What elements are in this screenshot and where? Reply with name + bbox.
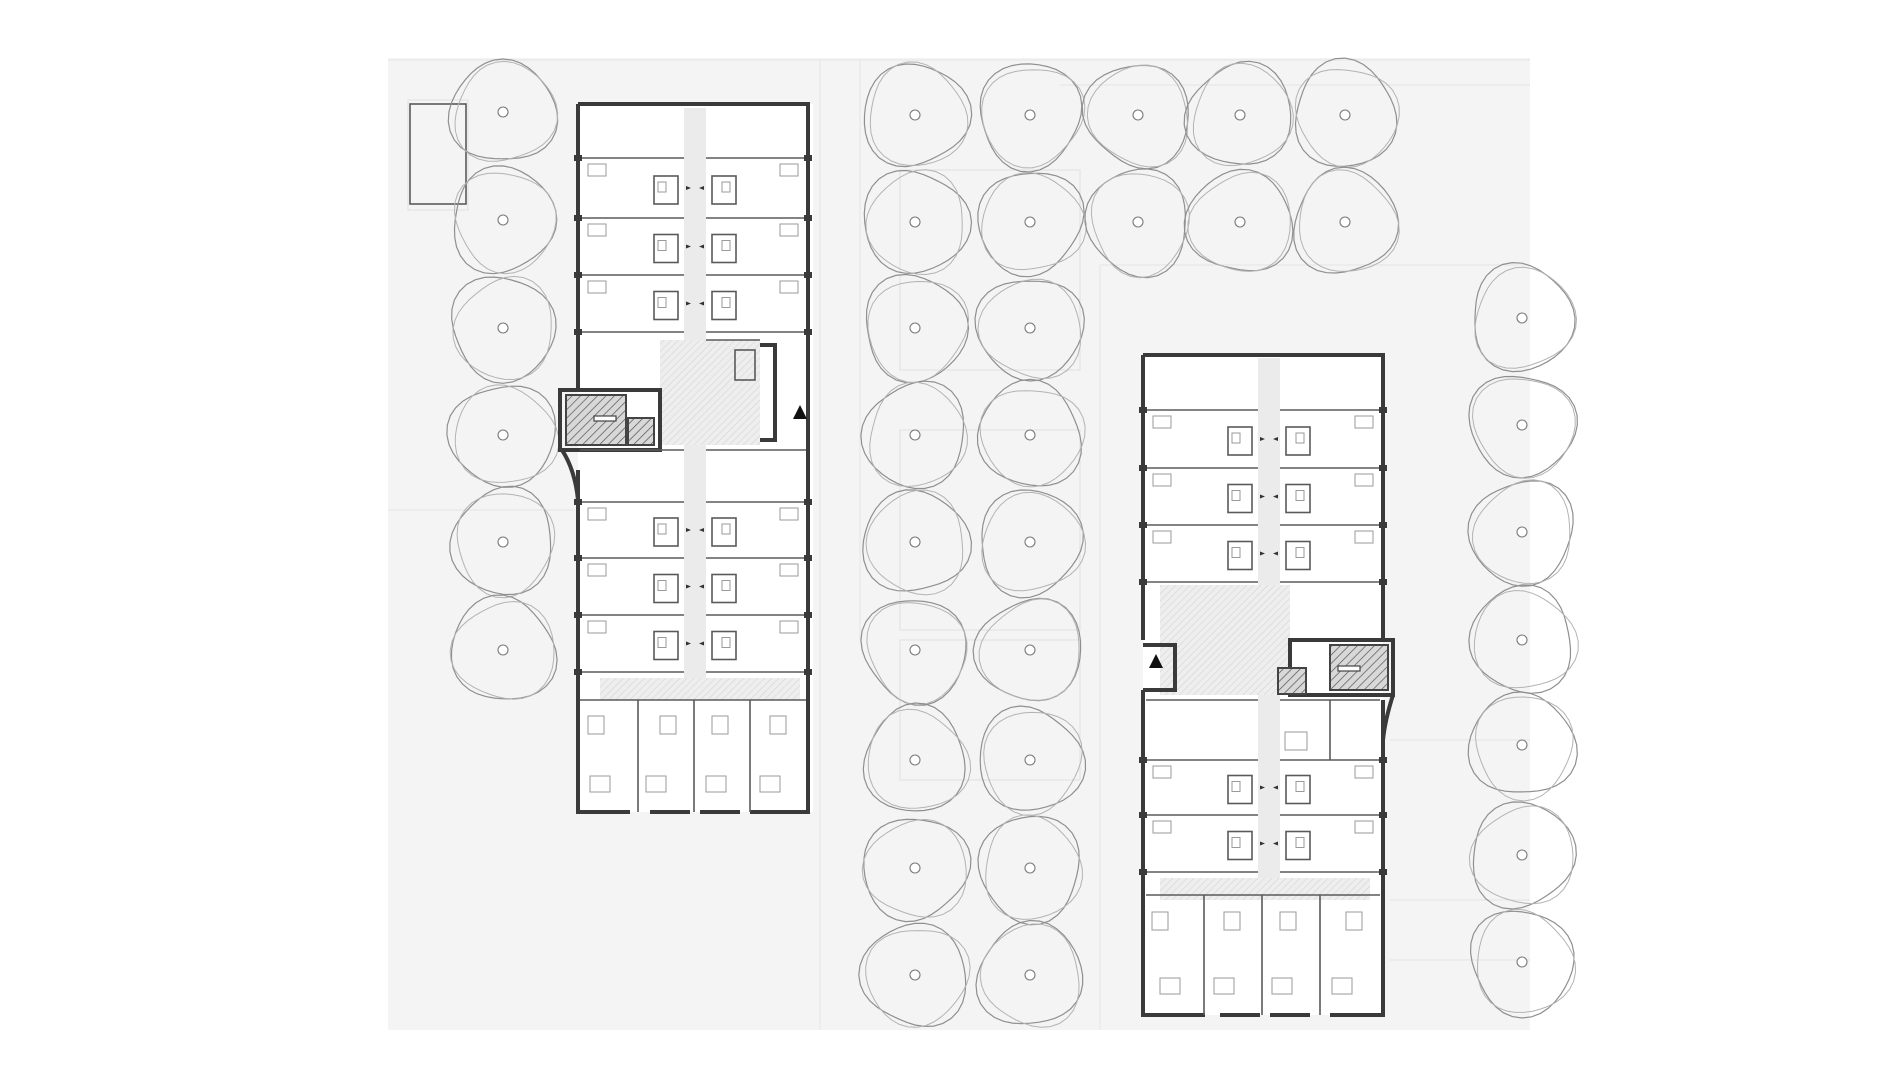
entrance-triangle-icon xyxy=(793,405,807,419)
corridor-end-east xyxy=(1160,878,1370,900)
outbuilding-outlines xyxy=(407,99,1081,781)
door-arrow-icon xyxy=(699,584,704,589)
tree-canopy-icon xyxy=(860,600,968,706)
tree-canopy-icon xyxy=(1467,479,1574,587)
tree-canopy-icon xyxy=(1084,168,1190,279)
tree-canopy-icon xyxy=(863,169,973,276)
tree-canopy-icon xyxy=(1474,261,1578,373)
tree-canopy-icon xyxy=(979,63,1086,173)
door-arrow-icon xyxy=(699,528,704,532)
tree-canopy-icon xyxy=(1468,801,1577,910)
building-block-east xyxy=(1139,353,1395,1017)
tree-canopy-icon xyxy=(858,922,971,1028)
door-arrow-icon xyxy=(1260,841,1265,846)
tree-canopy-icon xyxy=(1294,57,1400,169)
door-arrow-icon xyxy=(1260,551,1265,556)
door-arrow-icon xyxy=(686,301,691,306)
tree-canopy-icon xyxy=(446,384,560,488)
tree-canopy-icon xyxy=(449,594,558,700)
tree-canopy-icon xyxy=(1467,691,1578,802)
tree-canopy-icon xyxy=(1469,908,1577,1019)
tree-canopy-icon xyxy=(981,489,1087,599)
service-room-west-b xyxy=(627,417,655,446)
lobby-west xyxy=(660,340,760,445)
tree-canopy-icon xyxy=(977,814,1083,926)
door-arrow-icon xyxy=(1273,785,1278,790)
door-arrow-icon xyxy=(699,186,704,190)
tree-canopy-icon xyxy=(1468,375,1578,479)
tree-canopy-icon xyxy=(860,380,968,490)
door-arrow-icon xyxy=(686,584,691,589)
tree-canopy-icon xyxy=(977,172,1087,278)
tree-canopy-icon xyxy=(862,489,973,596)
tree-canopy-icon xyxy=(1293,166,1400,274)
tree-canopy-icon xyxy=(861,818,972,923)
door-arrow-icon xyxy=(686,641,691,646)
site-paths xyxy=(388,59,1530,1030)
door-arrow-icon xyxy=(686,244,691,249)
entrance-triangle-icon xyxy=(1149,654,1163,668)
door-arrow-icon xyxy=(1273,494,1278,499)
tree-canopy-icon xyxy=(1081,64,1189,170)
tree-canopy-icon xyxy=(865,273,970,384)
tree-canopy-icon xyxy=(972,597,1082,702)
tree-canopy-icon xyxy=(979,705,1087,817)
service-room-east-b xyxy=(1277,667,1307,695)
tree-canopy-icon xyxy=(976,378,1086,488)
door-arrow-icon xyxy=(699,641,704,646)
tree-canopy-icon xyxy=(862,702,972,812)
tree-canopy-icon xyxy=(451,275,557,384)
door-arrow-icon xyxy=(686,528,691,532)
corridor-end-west xyxy=(600,678,800,700)
tree-canopy-icon xyxy=(975,919,1084,1028)
tree-canopy-icon xyxy=(1183,168,1294,272)
door-arrow-icon xyxy=(1273,551,1278,556)
door-arrow-icon xyxy=(1273,437,1278,441)
door-arrow-icon xyxy=(1260,494,1265,499)
tree-canopy-icon xyxy=(863,61,973,168)
tree-canopy-icon xyxy=(974,278,1085,382)
building-block-west xyxy=(558,102,813,814)
tree-canopy-icon xyxy=(1183,60,1294,167)
door-arrow-icon xyxy=(699,244,704,249)
tree-canopy-icon xyxy=(449,485,556,599)
door-arrow-icon xyxy=(1260,437,1265,441)
tree-canopy-icon xyxy=(453,165,558,275)
tree-group xyxy=(446,57,1579,1028)
door-arrow-icon xyxy=(1260,785,1265,790)
tree-canopy-icon xyxy=(1468,584,1579,694)
lobby-east xyxy=(1160,585,1290,695)
door-arrow-icon xyxy=(699,301,704,306)
tree-canopy-icon xyxy=(447,58,559,162)
door-arrow-icon xyxy=(686,186,691,190)
door-arrow-icon xyxy=(1273,841,1278,846)
